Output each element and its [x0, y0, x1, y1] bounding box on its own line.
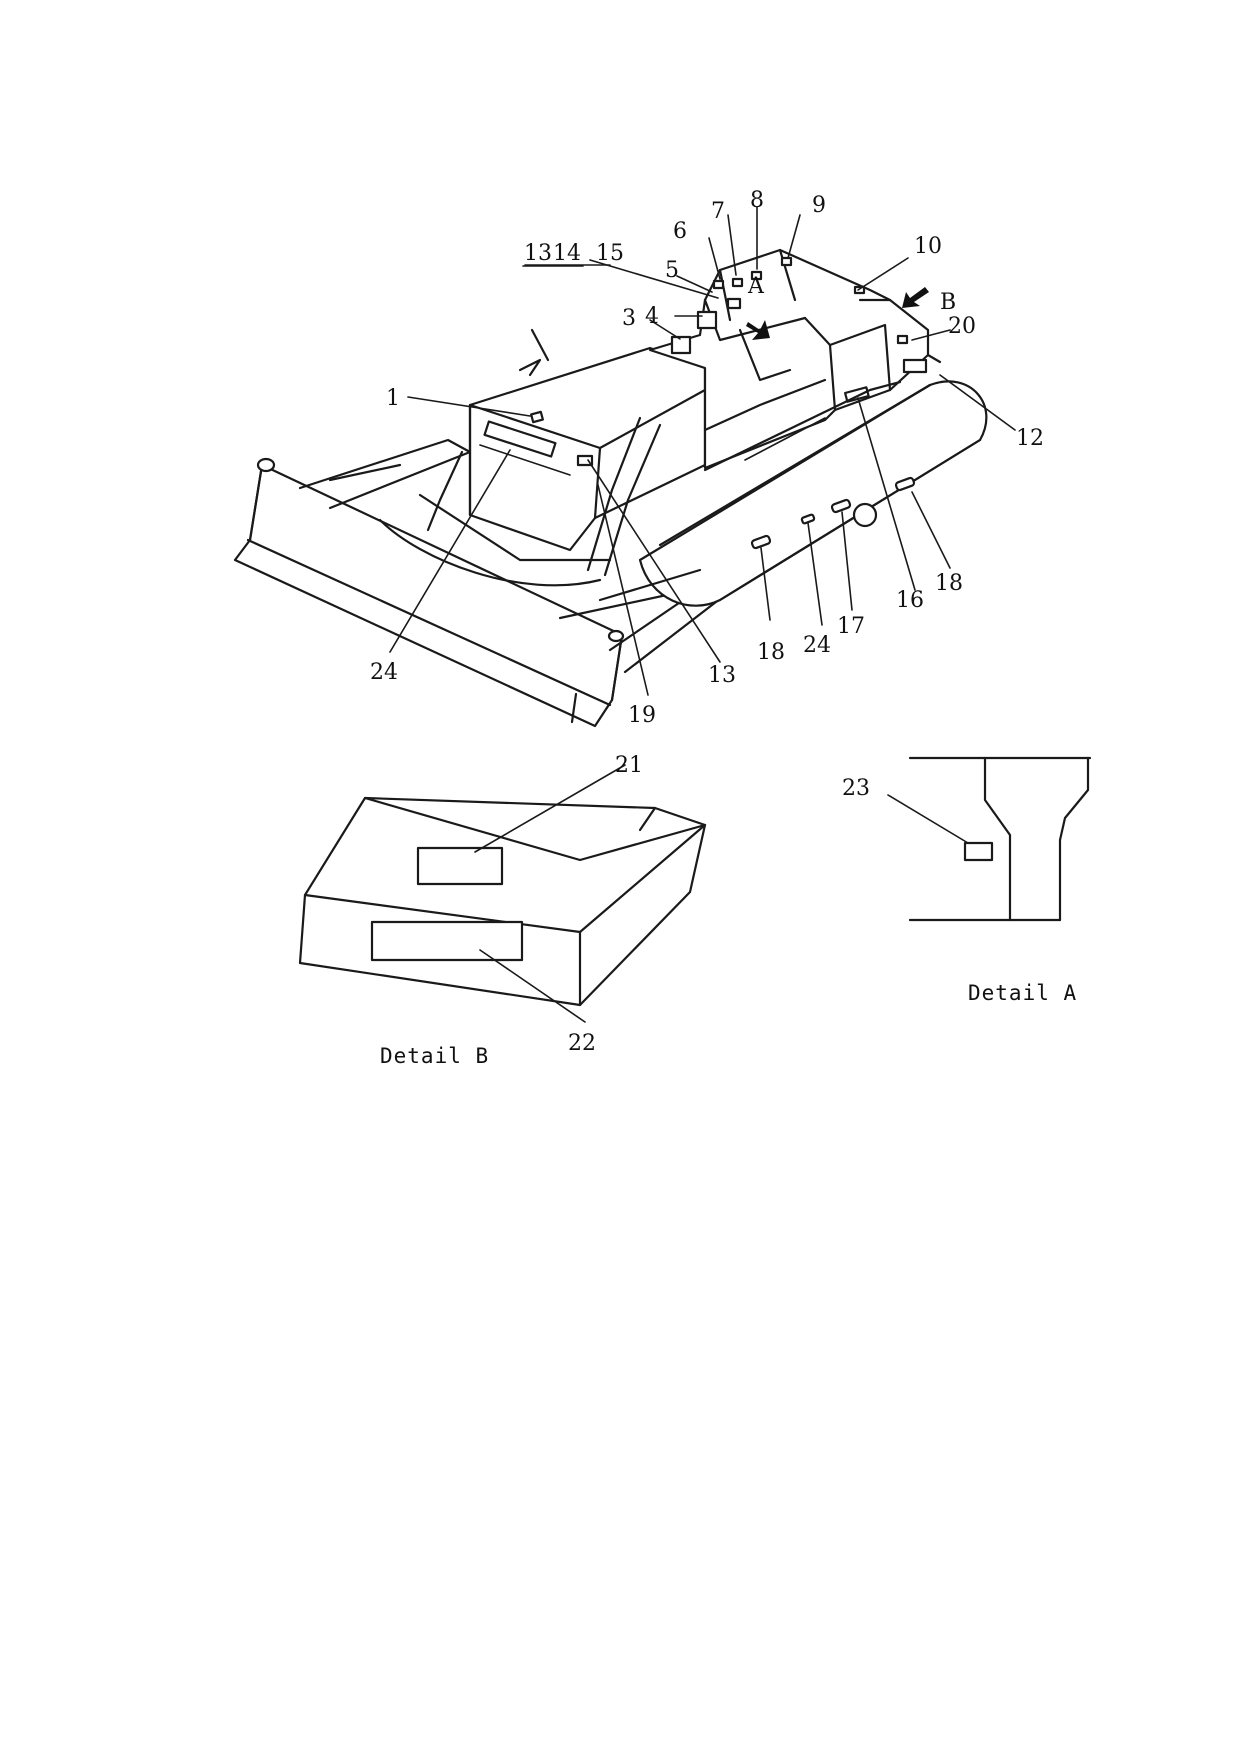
callout-3: 3	[622, 306, 636, 331]
callout-24-left: 24	[370, 660, 398, 685]
callout-18-left: 18	[757, 640, 785, 665]
callout-19: 19	[628, 703, 656, 728]
callout-13: 13	[708, 663, 736, 688]
callout-21: 21	[615, 753, 643, 778]
callout-16: 16	[896, 588, 924, 613]
callout-9: 9	[812, 193, 826, 218]
callout-17: 17	[837, 614, 865, 639]
caption-detail-b: Detail B	[380, 1044, 489, 1068]
callout-1: 1	[386, 386, 400, 411]
callout-10: 10	[914, 234, 942, 259]
operator-cab	[648, 248, 942, 470]
detail-a-view: 23 Detail A	[842, 756, 1092, 1005]
callout-7: 7	[711, 199, 725, 224]
callout-23: 23	[842, 776, 870, 801]
callout-14-top: 14	[553, 241, 581, 266]
callout-18-right: 18	[935, 571, 963, 596]
callout-12: 12	[1016, 426, 1044, 451]
callout-5: 5	[665, 258, 679, 283]
callout-20: 20	[948, 314, 976, 339]
marker-a: A	[747, 274, 765, 299]
callout-24-mid: 24	[803, 633, 831, 658]
track-frame	[378, 380, 988, 607]
label-21-rect	[416, 846, 504, 886]
label-22-rect	[370, 920, 524, 962]
dozer-blade	[233, 457, 625, 728]
view-arrow-a	[746, 320, 770, 340]
caption-detail-a: Detail A	[968, 981, 1077, 1005]
marker-b: B	[940, 290, 956, 315]
view-arrow-b	[902, 287, 929, 308]
bulldozer-illustration	[233, 248, 988, 728]
callout-15: 15	[596, 241, 624, 266]
callout-22: 22	[568, 1031, 596, 1056]
leader-lines	[389, 206, 1016, 696]
detail-b-view: 21 22 Detail B	[298, 753, 707, 1068]
label-23-rect	[963, 841, 994, 862]
callout-6: 6	[673, 219, 687, 244]
engine-hood	[426, 328, 707, 577]
callout-8: 8	[750, 188, 764, 213]
callout-4: 4	[645, 304, 659, 329]
callout-labels: 1 3 4 5 6 7 8 9 10 12 13 14 15 20 16 18 …	[370, 188, 1044, 728]
callout-13-top: 13	[524, 241, 552, 266]
